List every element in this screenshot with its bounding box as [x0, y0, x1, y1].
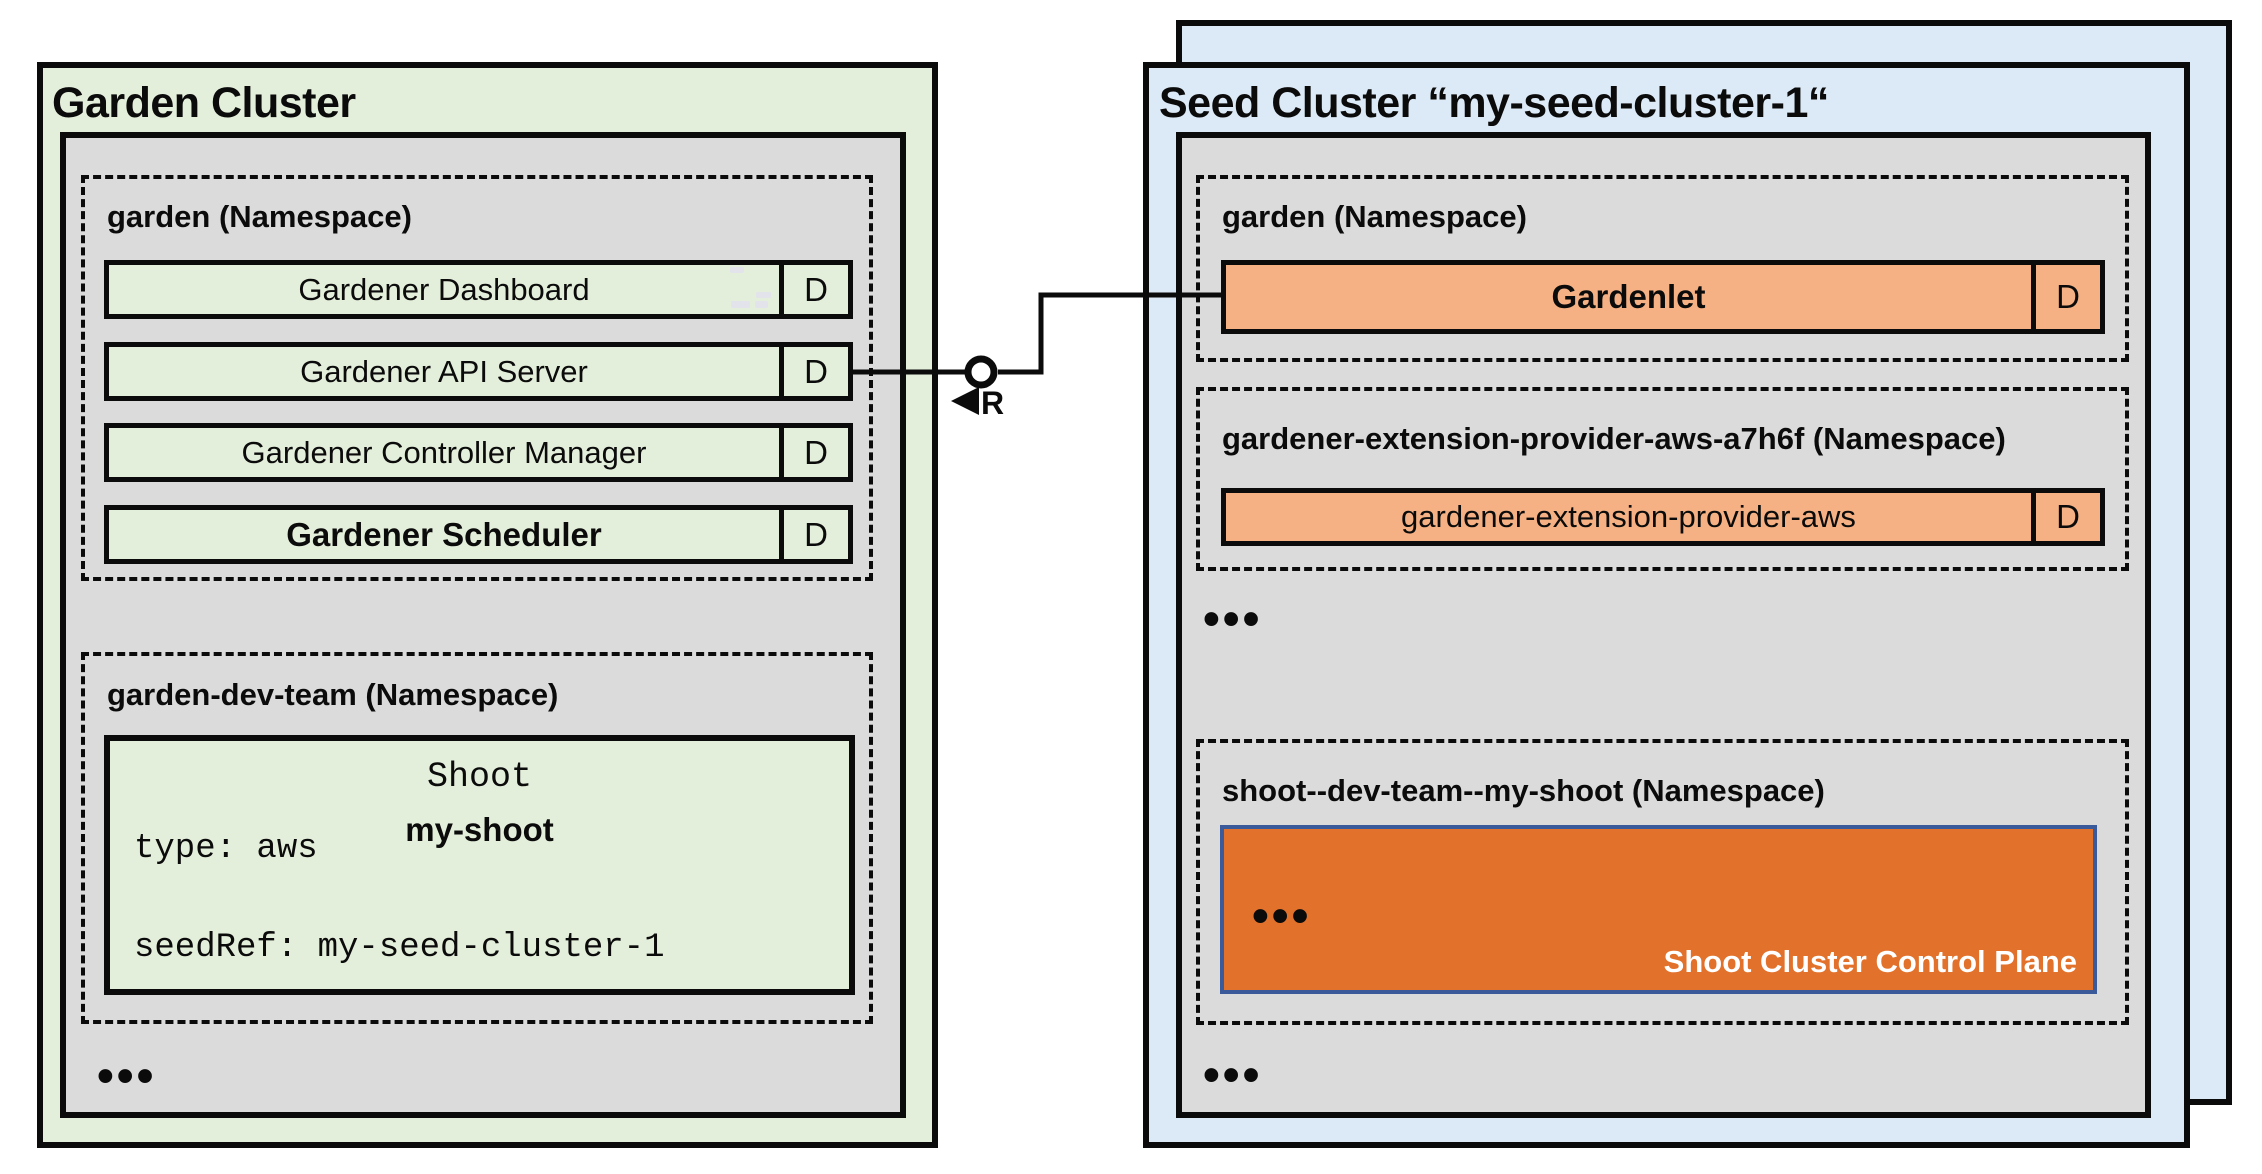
shoot-name: my-shoot	[405, 810, 554, 848]
shoot-namespace-label: shoot--dev-team--my-shoot (Namespace)	[1222, 773, 1825, 808]
deployment-badge: D	[779, 510, 848, 559]
seed-cluster-title: Seed Cluster “my-seed-cluster-1“	[1159, 79, 1829, 127]
connector-r-label: R	[981, 385, 1004, 421]
component-gardener-dashboard: Gardener Dashboard D	[104, 260, 853, 319]
shoot-control-plane-box: ••• Shoot Cluster Control Plane	[1220, 825, 2097, 994]
component-gardener-controller-manager: Gardener Controller Manager D	[104, 423, 853, 482]
extension-namespace-label: gardener-extension-provider-aws-a7h6f (N…	[1222, 421, 2006, 456]
seed-garden-namespace-label: garden (Namespace)	[1222, 199, 1527, 234]
component-label: Gardener API Server	[300, 353, 588, 389]
deployment-badge: D	[779, 428, 848, 477]
render-artifact	[731, 301, 750, 308]
deployment-badge: D	[2031, 493, 2100, 541]
interface-circle-icon	[964, 355, 998, 389]
deployment-badge: D	[779, 347, 848, 396]
garden-cluster-title: Garden Cluster	[52, 79, 356, 127]
shoot-resource-card: Shoot my-shoot type: aws seedRef: my-see…	[104, 735, 855, 995]
component-gardener-scheduler: Gardener Scheduler D	[104, 505, 853, 564]
shoot-spec-seedref: seedRef: my-seed-cluster-1	[134, 928, 665, 967]
seed-cluster-ellipsis-bottom: •••	[1203, 1049, 1263, 1102]
render-artifact	[756, 292, 771, 298]
arrowhead-left-icon	[951, 387, 979, 415]
control-plane-ellipsis: •••	[1252, 890, 1312, 943]
component-gardener-api-server: Gardener API Server D	[104, 342, 853, 401]
control-plane-caption: Shoot Cluster Control Plane	[1663, 944, 2077, 979]
garden-dev-team-namespace-label: garden-dev-team (Namespace)	[107, 677, 559, 712]
component-label: gardener-extension-provider-aws	[1401, 499, 1856, 534]
component-label: Gardenlet	[1551, 278, 1706, 315]
deployment-badge: D	[779, 265, 848, 314]
component-gardener-extension-provider-aws: gardener-extension-provider-aws D	[1221, 488, 2105, 546]
shoot-spec: type: aws seedRef: my-seed-cluster-1	[134, 825, 665, 973]
garden-namespace-label: garden (Namespace)	[107, 199, 412, 234]
deployment-badge: D	[2031, 265, 2100, 329]
seed-garden-namespace-box	[1196, 175, 2129, 362]
garden-dev-team-namespace-box	[81, 652, 873, 1024]
component-label: Gardener Dashboard	[298, 271, 590, 307]
shoot-kind: Shoot	[426, 757, 533, 797]
component-label: Gardener Controller Manager	[241, 434, 647, 470]
extension-namespace-box	[1196, 387, 2129, 571]
shoot-namespace-box	[1196, 739, 2129, 1025]
component-label: Gardener Scheduler	[286, 515, 602, 553]
render-artifact	[730, 267, 744, 273]
garden-namespace-box	[81, 175, 873, 581]
component-gardenlet: Gardenlet D	[1221, 260, 2105, 334]
garden-cluster-ellipsis: •••	[97, 1050, 157, 1103]
shoot-spec-type: type: aws	[134, 830, 318, 869]
render-artifact	[755, 301, 768, 308]
seed-cluster-ellipsis-top: •••	[1203, 593, 1263, 646]
